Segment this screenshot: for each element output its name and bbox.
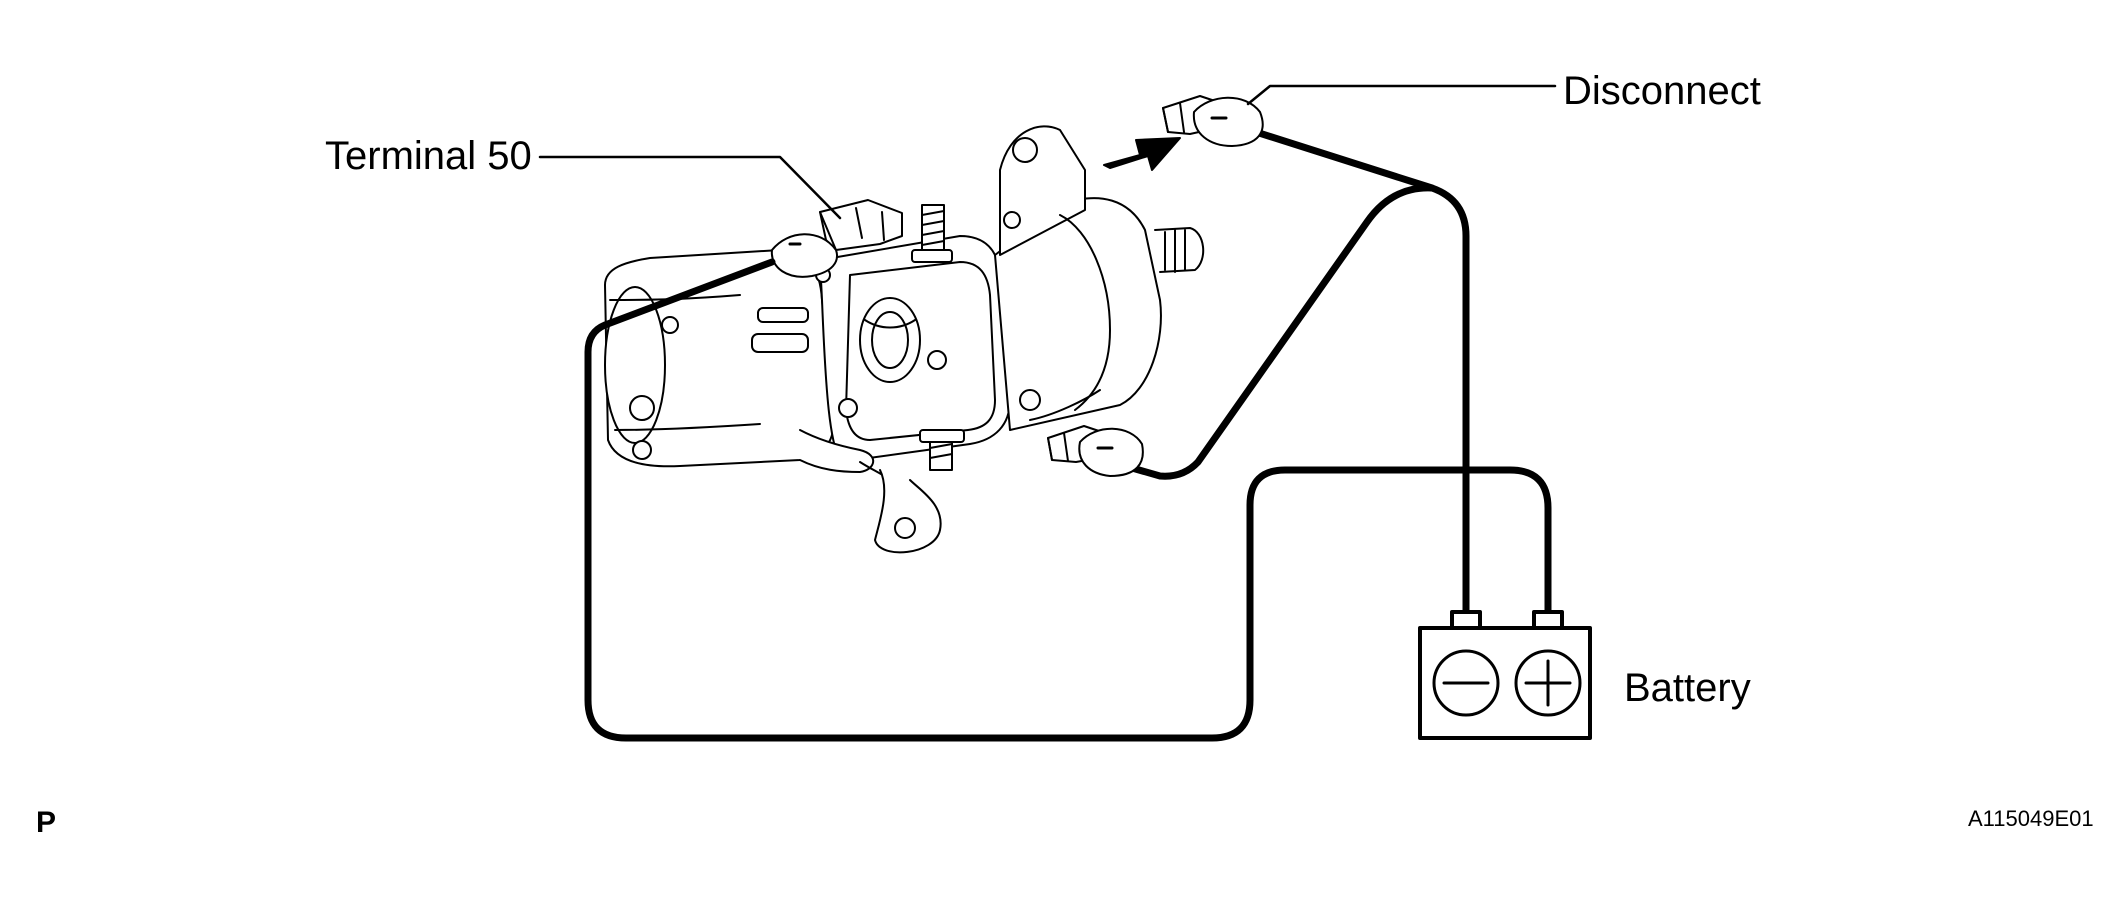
terminal-50-label: Terminal 50 (325, 134, 532, 178)
positive-terminal-icon (1514, 649, 1582, 717)
starter-motor (604, 125, 1205, 554)
figure-code: A115049E01 (1968, 806, 2094, 831)
disconnect-label: Disconnect (1563, 69, 1761, 113)
battery (1418, 610, 1592, 740)
disconnect-leader (1246, 84, 1557, 106)
direction-arrow (1103, 137, 1181, 171)
disconnected-connector (1162, 95, 1264, 147)
corner-mark: P (36, 806, 57, 839)
negative-terminal-icon (1432, 649, 1500, 717)
leader-lines (538, 84, 1557, 220)
battery-label: Battery (1624, 666, 1751, 710)
loose-connector (1047, 425, 1144, 477)
terminal-50-leader (538, 155, 842, 220)
